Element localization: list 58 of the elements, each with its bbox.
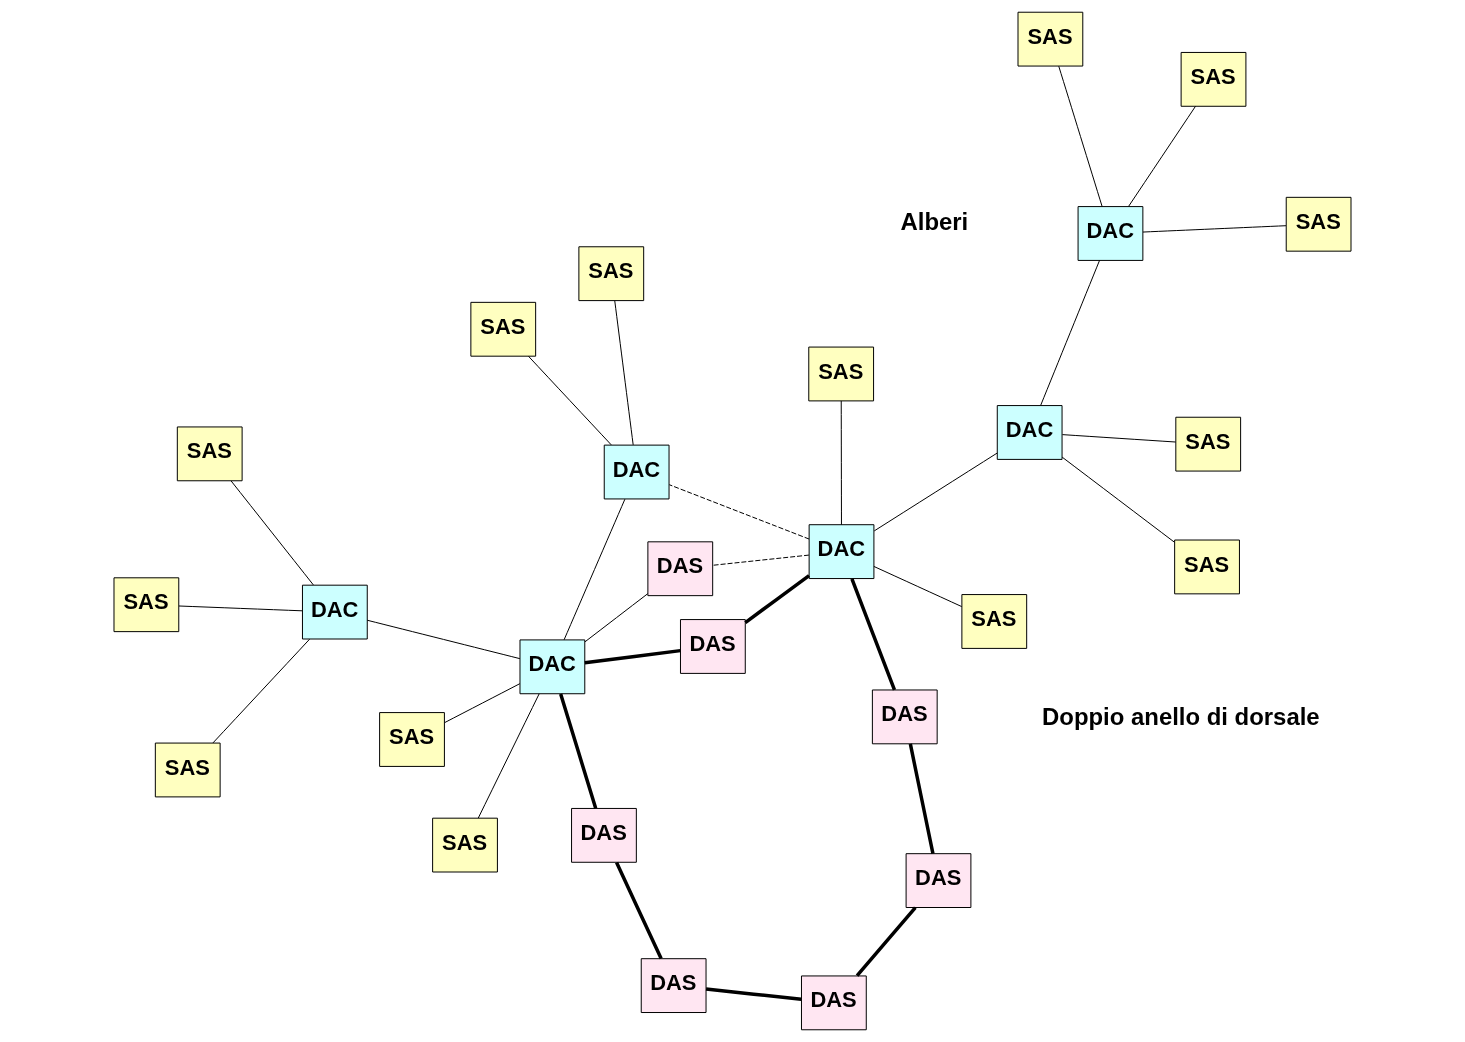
node-box: SAS: [113, 577, 180, 633]
node-box: DAC: [301, 584, 368, 640]
connector: [1142, 225, 1287, 233]
connector: [1061, 434, 1177, 443]
node-box: SAS: [379, 712, 445, 767]
node-box: DAS: [905, 853, 972, 908]
connector: [873, 565, 963, 608]
connector: [744, 574, 811, 624]
node-box: SAS: [961, 594, 1028, 649]
node-box: SAS: [1017, 11, 1084, 67]
connector: [584, 648, 681, 665]
connector: [712, 554, 810, 566]
node-box: DAS: [871, 689, 938, 745]
connector: [840, 400, 842, 526]
node-box: DAS: [571, 807, 637, 863]
connector: [366, 619, 521, 660]
connector: [230, 480, 314, 586]
connector: [873, 452, 998, 532]
connector: [212, 638, 311, 744]
connector: [850, 578, 897, 691]
node-box: DAS: [640, 958, 707, 1013]
connector: [584, 593, 649, 643]
node-box: DAC: [996, 405, 1063, 460]
node-box: DAC: [603, 444, 670, 500]
node-box: SAS: [1180, 51, 1247, 107]
node-box: SAS: [176, 426, 243, 482]
node-box: SAS: [1175, 416, 1242, 472]
label: Alberi: [900, 207, 969, 235]
node-box: SAS: [432, 817, 498, 873]
connector: [614, 300, 634, 446]
node-box: SAS: [1285, 196, 1352, 252]
connector: [559, 693, 598, 809]
label: Doppio anello di dorsale: [1042, 702, 1320, 730]
node-box: DAC: [1077, 206, 1144, 261]
connector: [1128, 105, 1196, 207]
node-box: DAS: [680, 619, 746, 674]
connector: [444, 683, 521, 723]
connector: [705, 987, 802, 1002]
connector: [1061, 456, 1175, 543]
node-box: SAS: [808, 346, 875, 402]
connector: [1058, 65, 1103, 207]
node-box: SAS: [154, 742, 221, 798]
connector: [528, 355, 612, 446]
node-box: DAC: [519, 639, 586, 695]
connector: [615, 861, 663, 960]
node-box: DAC: [808, 524, 875, 580]
connector: [668, 484, 810, 540]
connector: [178, 605, 303, 612]
connector: [908, 743, 935, 854]
connector: [1040, 259, 1101, 406]
node-box: SAS: [470, 301, 537, 357]
node-box: DAS: [801, 975, 867, 1031]
connector: [855, 906, 917, 977]
node-box: SAS: [1174, 539, 1240, 595]
connector: [477, 693, 540, 819]
node-box: SAS: [578, 246, 645, 302]
node-box: DAS: [647, 541, 714, 597]
connector: [563, 498, 626, 641]
